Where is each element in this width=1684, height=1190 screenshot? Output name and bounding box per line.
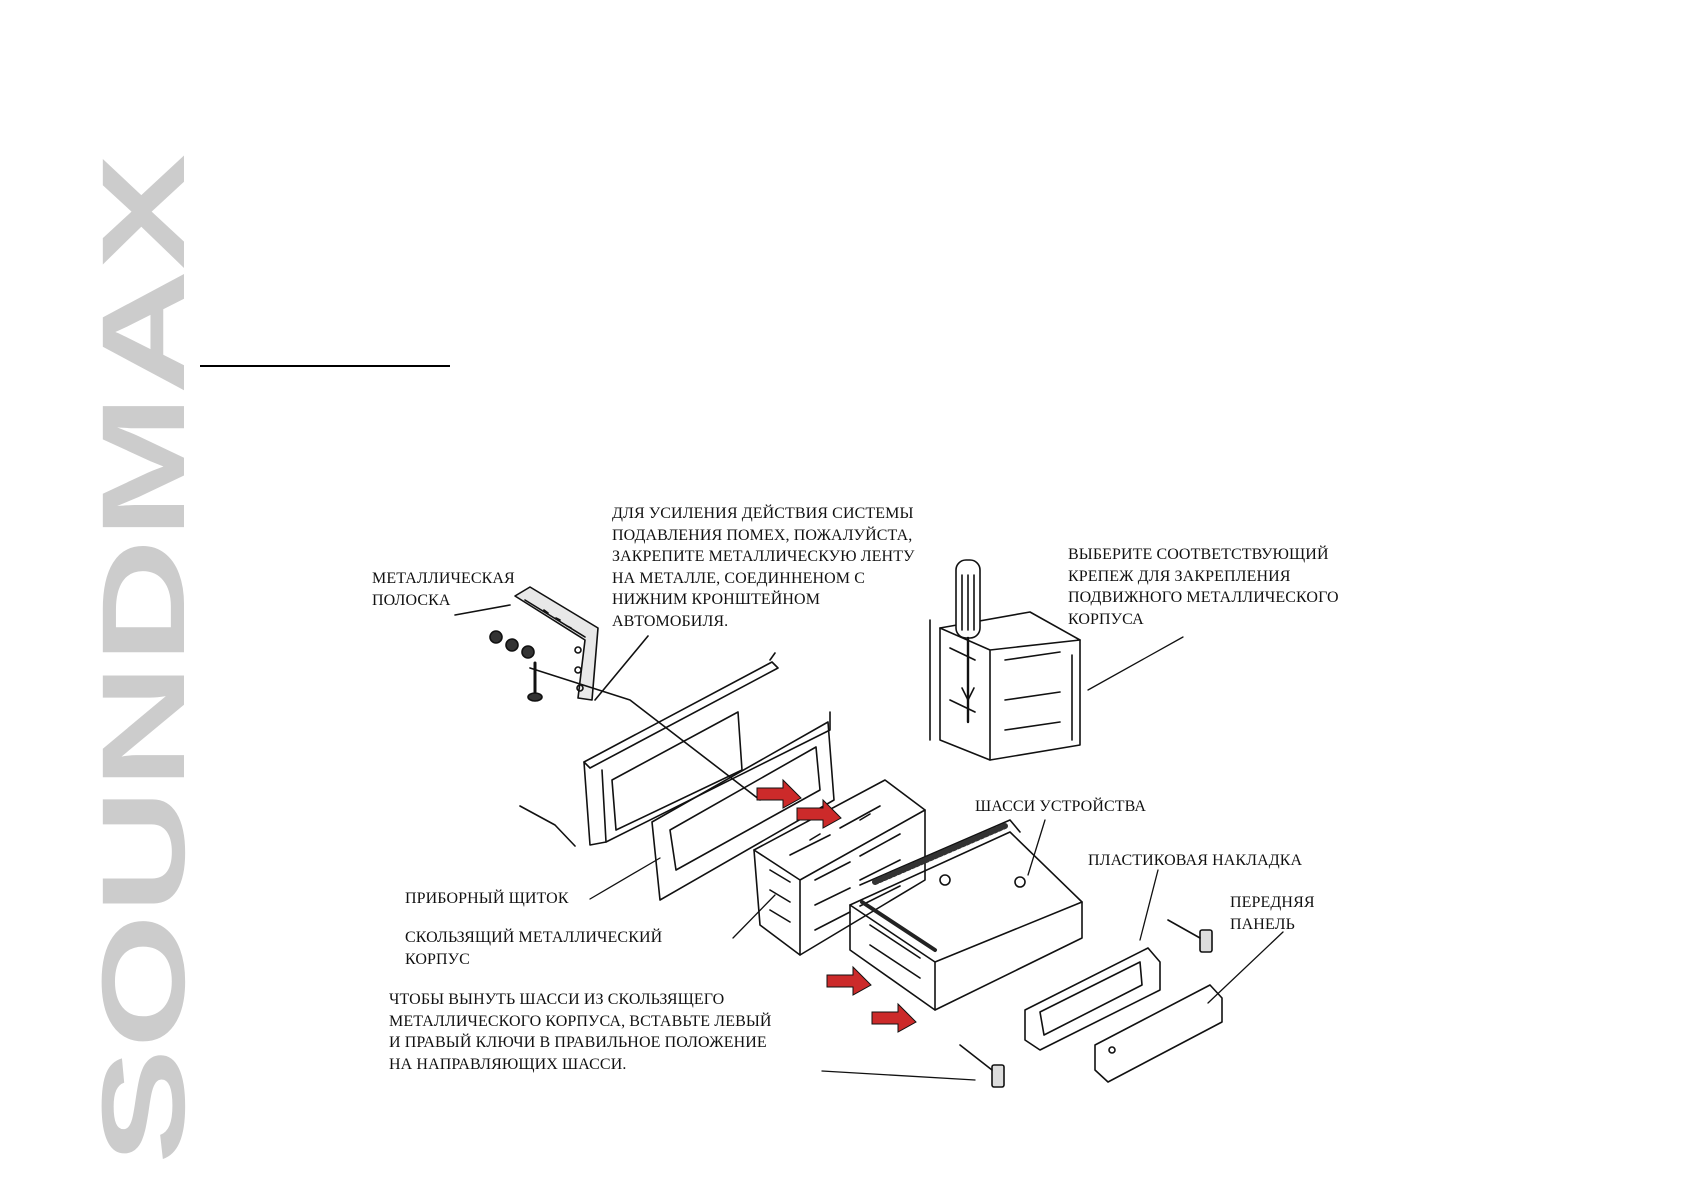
red-arrow [756, 778, 802, 809]
label-line: ЗАКРЕПИТЕ МЕТАЛЛИЧЕСКУЮ ЛЕНТУ [612, 548, 915, 565]
label-dashboard: ПРИБОРНЫЙ ЩИТОК [405, 888, 569, 910]
metal-strip [514, 586, 599, 701]
soundmax-logo: SOUNDMAX [92, 154, 197, 1164]
label-line: ЧТОБЫ ВЫНУТЬ ШАССИ ИЗ СКОЛЬЗЯЩЕГО [389, 991, 725, 1008]
screwdriver [955, 559, 981, 724]
label-line: ДЛЯ УСИЛЕНИЯ ДЕЙСТВИЯ СИСТЕМЫ [612, 505, 914, 522]
dashboard-panel [519, 652, 831, 847]
label-line: МЕТАЛЛИЧЕСКОГО КОРПУСА, ВСТАВЬТЕ ЛЕВЫЙ [389, 1012, 772, 1030]
label-line: ПРИБОРНЫЙ ЩИТОК [405, 890, 569, 907]
label-line: КРЕПЕЖ ДЛЯ ЗАКРЕПЛЕНИЯ [1068, 567, 1291, 585]
label-chassis: ШАССИ УСТРОЙСТВА [975, 796, 1146, 818]
screws [454, 604, 761, 801]
removal-keys [959, 919, 1213, 1088]
label-line: ПОДАВЛЕНИЯ ПОМЕХ, ПОЖАЛУЙСТА, [612, 526, 913, 544]
trim-frame [651, 721, 835, 901]
soundmax-logo-text: SOUNDMAX [92, 154, 197, 1164]
label-line: НА МЕТАЛЛЕ, СОЕДИННЕНОМ С [612, 569, 865, 587]
label-line: МЕТАЛЛИЧЕСКАЯ [372, 570, 515, 587]
label-line: ВЫБЕРИТЕ СООТВЕТСТВУЮЩИЙ [1068, 546, 1329, 563]
label-line: ПЛАСТИКОВАЯ НАКЛАДКА [1088, 852, 1303, 869]
label-line: ПАНЕЛЬ [1230, 915, 1295, 933]
label-metal-strip: МЕТАЛЛИЧЕСКАЯ ПОЛОСКА [372, 568, 515, 611]
label-line: ПЕРЕДНЯЯ [1230, 894, 1315, 911]
heading-underline [200, 365, 450, 367]
label-line: КОРПУСА [1068, 610, 1144, 628]
red-arrow [871, 1002, 917, 1033]
label-interference: ДЛЯ УСИЛЕНИЯ ДЕЙСТВИЯ СИСТЕМЫ ПОДАВЛЕНИЯ … [612, 503, 915, 632]
label-front-panel: ПЕРЕДНЯЯ ПАНЕЛЬ [1230, 892, 1315, 935]
label-line: ПОЛОСКА [372, 591, 451, 609]
red-arrow [826, 965, 872, 996]
label-line: СКОЛЬЗЯЩИЙ МЕТАЛЛИЧЕСКИЙ [405, 929, 663, 946]
red-arrow [796, 798, 842, 829]
plastic-trim [1024, 947, 1161, 1051]
leader-lines [589, 636, 1284, 1081]
chassis-unit [849, 819, 1083, 1011]
label-line: НИЖНИМ КРОНШТЕЙНОМ [612, 591, 821, 608]
front-panel-plate [1094, 984, 1223, 1083]
label-sliding-sleeve: СКОЛЬЗЯЩИЙ МЕТАЛЛИЧЕСКИЙ КОРПУС [405, 927, 662, 970]
sliding-sleeve [753, 779, 926, 956]
label-fastener: ВЫБЕРИТЕ СООТВЕТСТВУЮЩИЙ КРЕПЕЖ ДЛЯ ЗАКРЕ… [1068, 544, 1339, 630]
mounting-cage [929, 611, 1081, 761]
label-line: АВТОМОБИЛЯ. [612, 612, 729, 630]
label-line: НА НАПРАВЛЯЮЩИХ ШАССИ. [389, 1055, 627, 1073]
label-removal: ЧТОБЫ ВЫНУТЬ ШАССИ ИЗ СКОЛЬЗЯЩЕГО МЕТАЛЛИ… [389, 989, 772, 1075]
label-line: И ПРАВЫЙ КЛЮЧИ В ПРАВИЛЬНОЕ ПОЛОЖЕНИЕ [389, 1034, 767, 1051]
label-line: ШАССИ УСТРОЙСТВА [975, 798, 1147, 815]
label-plastic-trim: ПЛАСТИКОВАЯ НАКЛАДКА [1088, 850, 1302, 872]
insertion-arrows [756, 778, 917, 1033]
label-line: КОРПУС [405, 950, 470, 968]
label-line: ПОДВИЖНОГО МЕТАЛЛИЧЕСКОГО [1068, 589, 1339, 606]
